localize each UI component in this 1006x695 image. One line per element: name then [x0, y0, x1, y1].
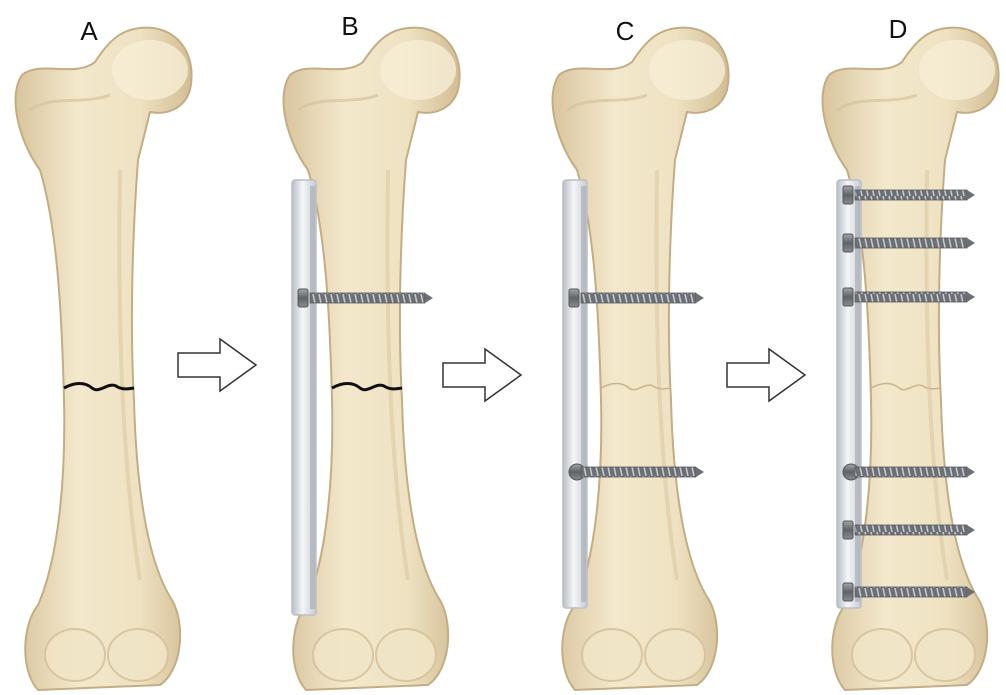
panel-label-1: B	[341, 11, 358, 41]
panel-label-3: D	[889, 14, 908, 44]
right-arrow-icon-2	[443, 349, 521, 401]
panel-label-0: A	[80, 16, 98, 46]
right-arrow-icon-3	[727, 349, 805, 401]
right-arrow-icon-1	[178, 339, 256, 391]
bone-plate-c	[563, 180, 587, 608]
femur-panel-a	[16, 28, 192, 690]
bone-plate-b	[292, 180, 316, 615]
panel-label-2: C	[616, 16, 635, 46]
